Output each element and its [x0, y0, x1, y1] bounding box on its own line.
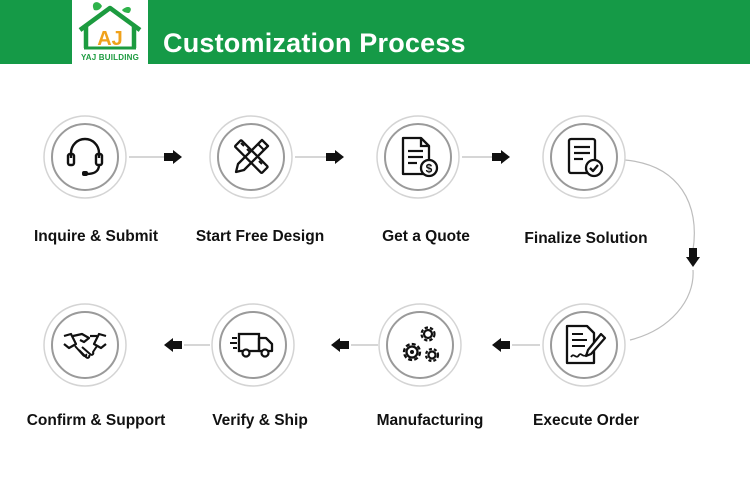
house-logo-icon: AJ	[78, 2, 142, 50]
arrow-right-1	[164, 150, 182, 164]
step-execute-order	[539, 300, 629, 390]
signed-contract-icon	[565, 324, 607, 365]
arrow-left-3	[164, 338, 182, 352]
step-label: Start Free Design	[195, 228, 325, 245]
step-start-free-design	[206, 112, 296, 202]
step-get-a-quote: $	[373, 112, 463, 202]
svg-text:$: $	[426, 162, 433, 176]
arrow-down	[686, 248, 700, 267]
arrow-left-1	[492, 338, 510, 352]
gears-icon	[402, 326, 440, 363]
arrow-right-2	[326, 150, 344, 164]
pencil-ruler-icon	[234, 138, 270, 174]
logo-text: YAJ BUILDING	[80, 53, 140, 62]
step-manufacturing	[375, 300, 465, 390]
step-label: Confirm & Support	[26, 412, 166, 429]
arrow-left-2	[331, 338, 349, 352]
handshake-icon	[63, 332, 107, 359]
header-bar: AJ YAJ BUILDING Customization Process	[0, 0, 750, 64]
check-document-icon	[567, 137, 604, 178]
step-label: Verify & Ship	[212, 412, 308, 429]
step-label: Inquire & Submit	[34, 228, 158, 245]
headset-icon	[66, 137, 104, 176]
step-label: Get a Quote	[382, 228, 470, 245]
delivery-truck-icon	[230, 332, 274, 358]
step-label: Manufacturing	[376, 412, 484, 429]
page-title: Customization Process	[163, 28, 466, 58]
step-inquire-submit	[40, 112, 130, 202]
step-finalize-solution	[539, 112, 629, 202]
arrow-right-3	[492, 150, 510, 164]
company-logo: AJ YAJ BUILDING	[72, 0, 148, 64]
step-label: Finalize Solution	[524, 230, 648, 247]
quote-document-icon: $	[401, 136, 439, 178]
step-confirm-support	[40, 300, 130, 390]
step-label: Execute Order	[533, 412, 639, 429]
step-verify-ship	[208, 300, 298, 390]
logo-letters: AJ	[97, 28, 123, 50]
